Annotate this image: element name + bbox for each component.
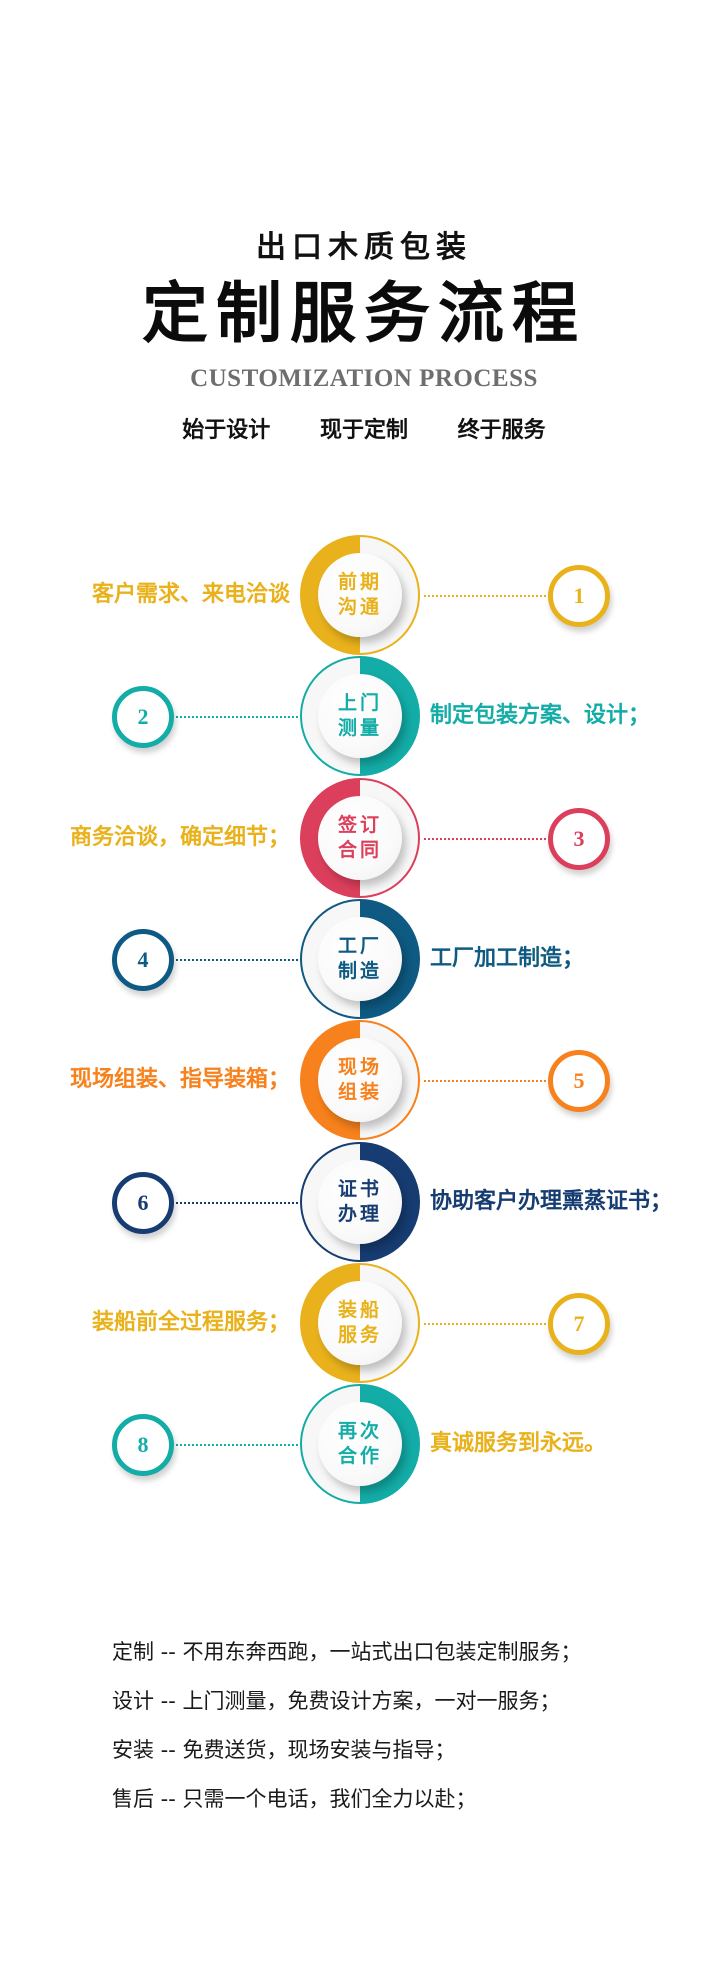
step-badge: 再次 合作 — [300, 1384, 420, 1505]
step-number-badge: 7 — [548, 1292, 610, 1355]
step-number: 1 — [573, 583, 585, 608]
header-subtitle: 出口木质包装 — [256, 230, 472, 265]
slogan: 始于设计 — [182, 417, 271, 443]
step-number-badge: 1 — [548, 565, 610, 627]
dotted-connector — [424, 1322, 550, 1325]
process-step: 上门 测量 2 制定包装方案、设计； — [0, 656, 728, 778]
slogan: 终于服务 — [457, 417, 546, 443]
step-title-line: 工厂 — [337, 934, 382, 957]
step-title-line: 制造 — [337, 959, 382, 982]
service-notes: 定制 -- 不用东奔西跑，一站式出口包装定制服务； 设计 -- 上门测量，免费设… — [112, 1637, 582, 1833]
dotted-connector — [424, 837, 550, 840]
step-title: 再次 合作 — [318, 1402, 402, 1487]
step-description: 工厂加工制造； — [430, 944, 585, 971]
note-line: 安装 -- 免费送货，现场安装与指导； — [112, 1738, 456, 1762]
step-title: 签订 合同 — [318, 795, 402, 880]
step-badge: 现场 组装 — [300, 1020, 420, 1141]
step-description: 协助客户办理熏蒸证书； — [430, 1187, 673, 1214]
process-step: 证书 办理 6 协助客户办理熏蒸证书； — [0, 1141, 728, 1264]
process-step: 工厂 制造 4 工厂加工制造； — [0, 898, 728, 1021]
step-title: 工厂 制造 — [318, 916, 402, 1001]
step-number-badge: 5 — [548, 1050, 610, 1113]
step-number: 4 — [137, 946, 149, 972]
page-title: 定制服务流程 — [142, 274, 586, 352]
step-title-line: 测量 — [337, 717, 382, 740]
step-title-line: 沟通 — [337, 596, 382, 618]
dotted-connector — [176, 716, 298, 719]
step-number-badge: 6 — [112, 1171, 174, 1234]
step-description: 现场组装、指导装箱； — [69, 1066, 290, 1093]
step-title: 上门 测量 — [318, 674, 402, 759]
step-description: 商务洽谈，确定细节； — [69, 823, 290, 850]
step-description: 真诚服务到永远。 — [430, 1430, 607, 1457]
step-number: 7 — [573, 1310, 585, 1336]
step-title: 证书 办理 — [318, 1159, 402, 1244]
step-badge: 前期 沟通 — [300, 535, 420, 655]
step-title: 前期 沟通 — [318, 553, 402, 637]
dotted-connector — [424, 595, 550, 597]
slogan: 现于定制 — [319, 417, 408, 443]
step-badge: 工厂 制造 — [300, 898, 420, 1019]
note-line: 售后 -- 只需一个电话，我们全力以赴； — [112, 1787, 477, 1811]
step-title-line: 上门 — [337, 692, 382, 715]
step-title-line: 合同 — [337, 838, 382, 861]
english-title: CUSTOMIZATION PROCESS — [190, 365, 538, 392]
dotted-connector — [424, 1080, 550, 1083]
step-title: 现场 组装 — [318, 1038, 402, 1123]
process-step: 再次 合作 8 真诚服务到永远。 — [0, 1384, 728, 1506]
step-number: 5 — [573, 1068, 585, 1094]
step-number: 6 — [137, 1189, 149, 1215]
step-number-badge: 8 — [112, 1414, 174, 1477]
step-number: 3 — [573, 825, 585, 851]
step-badge: 证书 办理 — [300, 1141, 420, 1262]
step-description: 客户需求、来电洽谈 — [91, 581, 290, 607]
dotted-connector — [176, 958, 298, 961]
step-title: 装船 服务 — [318, 1280, 402, 1365]
note-line: 定制 -- 不用东奔西跑，一站式出口包装定制服务； — [112, 1640, 582, 1664]
step-title-line: 再次 — [337, 1420, 382, 1443]
dotted-connector — [176, 1444, 298, 1447]
dotted-connector — [176, 1201, 298, 1204]
step-badge: 签订 合同 — [300, 777, 420, 898]
process-step: 装船 服务 7 装船前全过程服务； — [0, 1262, 728, 1385]
step-title-line: 服务 — [337, 1323, 382, 1346]
step-number-badge: 3 — [548, 807, 610, 870]
step-title-line: 组装 — [337, 1081, 382, 1104]
step-number-badge: 2 — [112, 686, 174, 749]
step-number-badge: 4 — [112, 928, 174, 991]
step-badge: 上门 测量 — [300, 656, 420, 777]
step-title-line: 办理 — [337, 1202, 382, 1225]
step-title-line: 合作 — [337, 1445, 382, 1468]
process-step: 现场 组装 5 现场组装、指导装箱； — [0, 1020, 728, 1142]
step-number: 8 — [137, 1432, 149, 1458]
note-line: 设计 -- 上门测量，免费设计方案，一对一服务； — [112, 1689, 561, 1713]
slogan-row: 始于设计 现于定制 终于服务 — [0, 412, 728, 444]
step-title-line: 前期 — [337, 571, 382, 593]
step-title-line: 签订 — [337, 813, 382, 836]
step-description: 装船前全过程服务； — [91, 1308, 290, 1335]
step-number: 2 — [137, 704, 149, 730]
step-title-line: 装船 — [337, 1298, 382, 1321]
step-title-line: 证书 — [337, 1177, 382, 1200]
process-step: 前期 沟通 1 客户需求、来电洽谈 — [0, 535, 728, 657]
process-step: 签订 合同 3 商务洽谈，确定细节； — [0, 777, 728, 900]
step-badge: 装船 服务 — [300, 1262, 420, 1383]
step-description: 制定包装方案、设计； — [430, 702, 651, 729]
step-title-line: 现场 — [337, 1056, 382, 1079]
